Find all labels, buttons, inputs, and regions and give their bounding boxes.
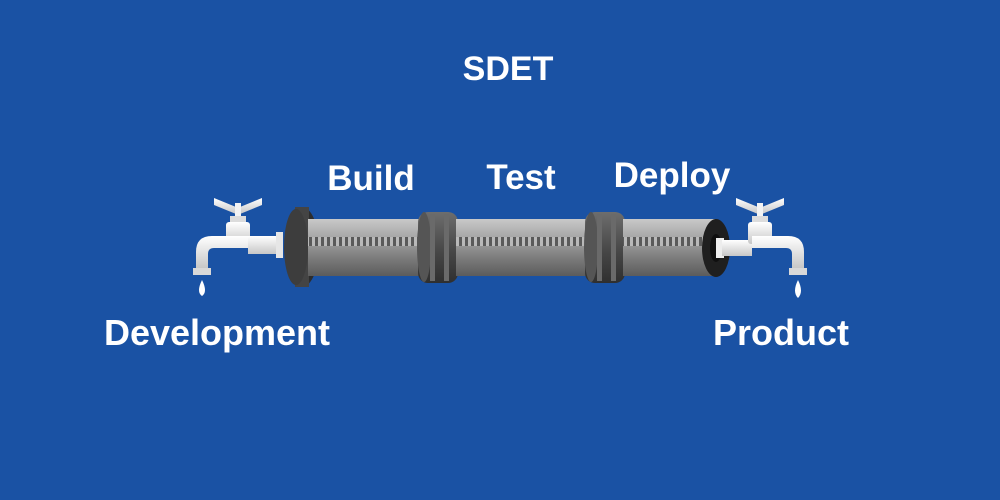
diagram-title: SDET: [462, 50, 554, 88]
stage-label-deploy: Deploy: [613, 156, 731, 195]
stage-label-test: Test: [486, 158, 556, 197]
water-tap-icon-right: [716, 198, 807, 298]
pipe-segment-build: [308, 219, 426, 276]
pipe-joint-2: [584, 212, 625, 283]
source-label: Development: [103, 312, 331, 353]
pipe-joint-1: [417, 212, 458, 283]
pipe-segment-test: [456, 219, 592, 276]
pipe-segment-deploy: [623, 219, 715, 276]
water-tap-icon-left: [193, 198, 283, 296]
stage-label-build: Build: [327, 159, 415, 198]
destination-label: Product: [712, 312, 850, 353]
